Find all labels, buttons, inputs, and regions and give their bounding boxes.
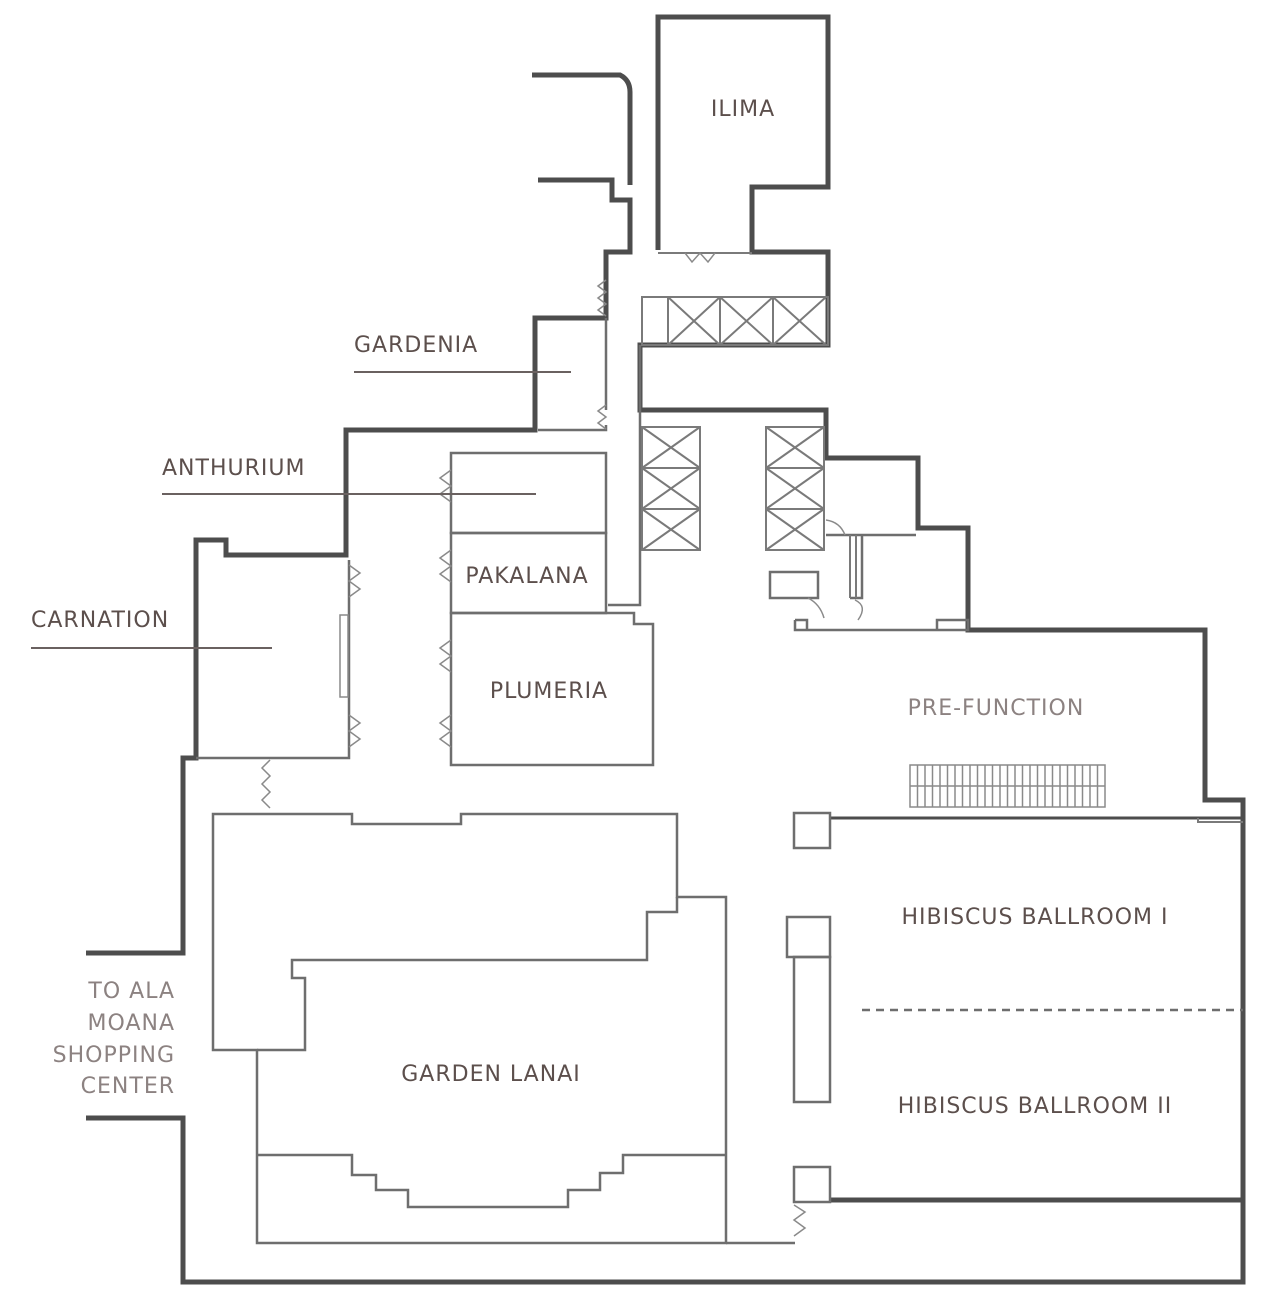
leader-lines bbox=[31, 371, 571, 649]
room-labels: ILIMA GARDENIA ANTHURIUM PAKALANA CARNAT… bbox=[31, 97, 1173, 1119]
room-label-gardenia: GARDENIA bbox=[354, 333, 478, 358]
room-label-carnation: CARNATION bbox=[31, 608, 169, 633]
room-label-hibiscus-ballroom-2: HIBISCUS BALLROOM II bbox=[898, 1094, 1173, 1119]
exit-label-line2: MOANA bbox=[88, 1011, 175, 1036]
outer-walls bbox=[86, 14, 1246, 1285]
exit-label-line1: TO ALA bbox=[87, 979, 175, 1004]
room-label-hibiscus-ballroom-1: HIBISCUS BALLROOM I bbox=[901, 905, 1168, 930]
room-label-pre-function: PRE-FUNCTION bbox=[908, 696, 1085, 721]
room-label-pakalana: PAKALANA bbox=[465, 564, 588, 589]
room-label-anthurium: ANTHURIUM bbox=[162, 456, 305, 481]
exit-label-line4: CENTER bbox=[81, 1074, 175, 1099]
doors bbox=[260, 251, 864, 1237]
room-label-plumeria: PLUMERIA bbox=[490, 679, 608, 704]
exit-label: TO ALA MOANA SHOPPING CENTER bbox=[53, 979, 175, 1099]
room-label-ilima: ILIMA bbox=[711, 97, 775, 122]
exit-label-line3: SHOPPING bbox=[53, 1043, 175, 1068]
room-label-garden-lanai: GARDEN LANAI bbox=[401, 1062, 580, 1087]
interior-rooms bbox=[196, 252, 1243, 1245]
stairs bbox=[641, 296, 1106, 808]
